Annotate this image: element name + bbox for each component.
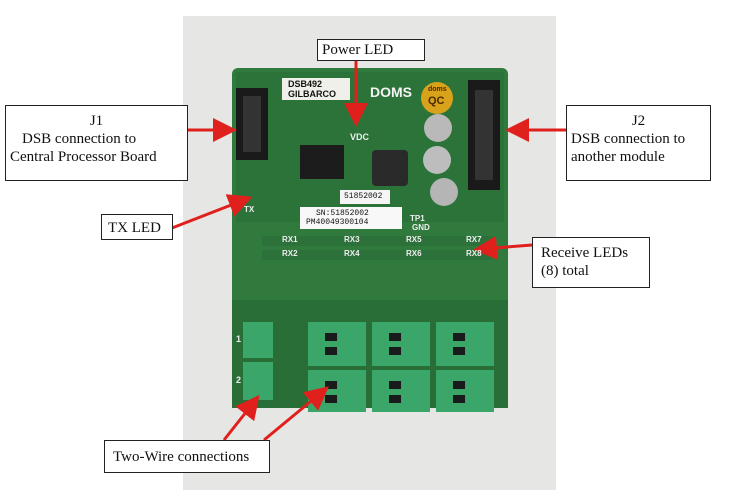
capacitor-3: [430, 178, 458, 206]
arrow-receive-leds: [473, 235, 533, 260]
qc-capacitor: [421, 82, 453, 114]
serial-top: 51852002: [344, 192, 383, 201]
j1-callout: J1 DSB connection to Central Processor B…: [5, 105, 188, 181]
tx-led-callout: TX LED: [101, 214, 173, 240]
pcb-model-label: DSB492: [288, 79, 323, 89]
rx-label: RX7: [466, 235, 482, 244]
arrow-tx-led: [171, 194, 253, 230]
vdc-label: VDC: [350, 132, 370, 142]
j1-line1: DSB connection to: [22, 131, 137, 147]
tx-led-label: TX LED: [108, 220, 161, 236]
j1-title: J1: [89, 113, 104, 129]
processor-chip: [300, 145, 344, 179]
tx-label: TX: [244, 205, 255, 214]
power-led-label: Power LED: [322, 42, 394, 58]
rx-label: RX1: [282, 235, 298, 244]
j1-pins: [243, 96, 261, 152]
rx-label: RX2: [282, 249, 298, 258]
rx-label: RX5: [406, 235, 422, 244]
doms-logo: DOMS: [370, 84, 412, 100]
serial-pm: PM40049300104: [306, 218, 369, 227]
capacitor-2: [423, 146, 451, 174]
terminal-block-1: [243, 322, 273, 358]
qc-sticker-main: QC: [428, 95, 445, 107]
rx-label: RX3: [344, 235, 360, 244]
receive-leds-line2: (8) total: [541, 263, 589, 279]
j2-pins: [475, 90, 493, 180]
terminal-block-2: [243, 362, 273, 400]
qc-sticker-top: doms: [428, 86, 447, 93]
inductor: [372, 150, 408, 186]
gnd-label: GND: [412, 223, 430, 232]
terminal-number: 2: [236, 375, 242, 385]
j1-line2: Central Processor Board: [10, 149, 157, 165]
terminal-blocks: [308, 322, 494, 412]
rx-label: RX4: [344, 249, 360, 258]
arrow-two-wire-1: [222, 394, 260, 441]
power-led-callout: Power LED: [317, 39, 425, 61]
two-wire-callout: Two-Wire connections: [104, 440, 270, 473]
j2-title: J2: [631, 113, 646, 129]
receive-leds-callout: Receive LEDs (8) total: [532, 237, 650, 288]
j2-line2: another module: [571, 149, 665, 165]
tp1-label: TP1: [410, 214, 425, 223]
rx-led-row-2: [262, 250, 492, 260]
serial-sticker-main: [300, 207, 402, 229]
rx-led-row-1: [262, 236, 492, 246]
arrow-two-wire-2: [263, 386, 329, 442]
capacitor-1: [424, 114, 452, 142]
rx-label: RX6: [406, 249, 422, 258]
receive-leds-line1: Receive LEDs: [541, 245, 629, 261]
two-wire-label: Two-Wire connections: [113, 449, 250, 465]
j2-callout: J2 DSB connection to another module: [566, 105, 711, 181]
model-label-plate: [282, 78, 350, 100]
rx-label: RX8: [466, 249, 482, 258]
pcb-brand-label: GILBARCO: [288, 89, 336, 99]
terminal-number: 1: [236, 334, 242, 344]
j2-line1: DSB connection to: [571, 131, 686, 147]
serial-sticker-small: [340, 190, 390, 204]
serial-sn: SN:51852002: [316, 209, 369, 218]
